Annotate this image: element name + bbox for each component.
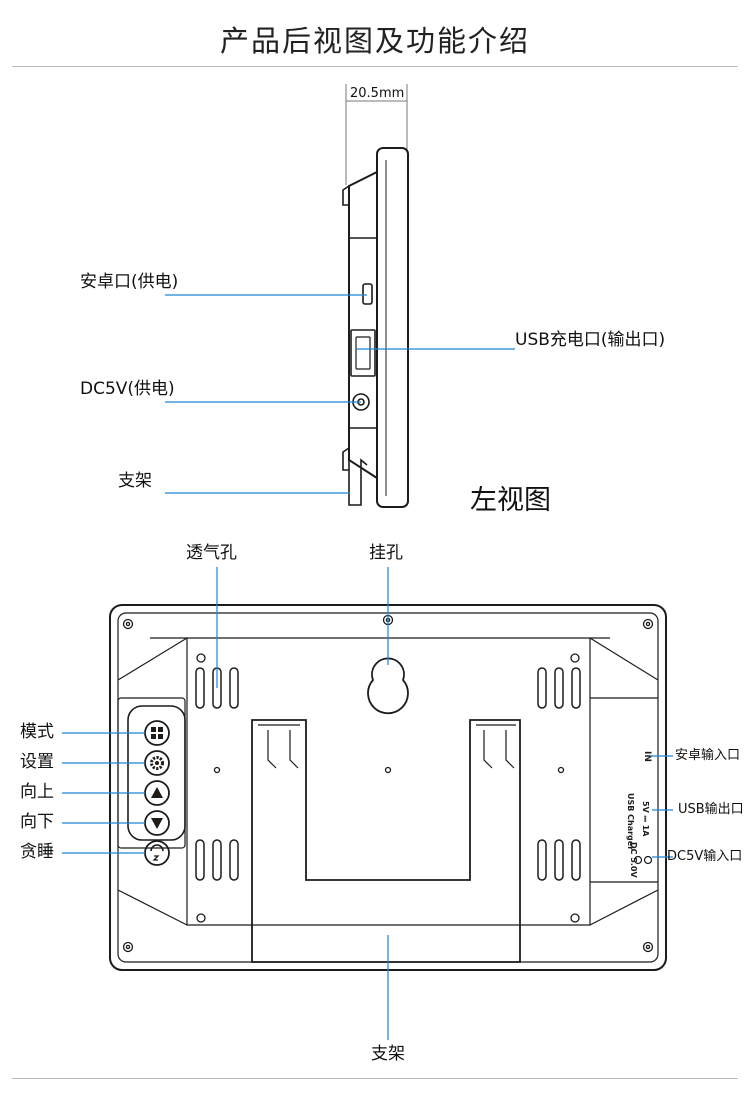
top-divider xyxy=(12,66,738,67)
dimension-label: 20.5mm xyxy=(350,86,405,101)
callout-android-input: 安卓输入口 xyxy=(675,748,741,763)
callout-rear-stand: 支架 xyxy=(371,1044,405,1064)
grid-icon xyxy=(144,720,170,746)
left-view-label: 左视图 xyxy=(470,485,551,516)
snooze-icon xyxy=(144,840,170,866)
bottom-divider xyxy=(12,1078,738,1079)
down-arrow-icon xyxy=(144,810,170,836)
rear-view-drawing: IN USB Charger 5V ⎓ 1A DC 5.0V xyxy=(62,567,673,1040)
dc-spec-marking: DC 5.0V xyxy=(629,842,638,878)
callout-usb-output: USB充电口(输出口) xyxy=(515,330,666,350)
page-title: 产品后视图及功能介绍 xyxy=(219,24,530,58)
gear-icon xyxy=(144,750,170,776)
button-label-snooze: 贪睡 xyxy=(20,842,54,862)
callout-side-stand: 支架 xyxy=(118,471,152,491)
side-view-drawing xyxy=(165,84,515,508)
callout-usb-output-rear: USB输出口 xyxy=(678,802,744,817)
button-label-up: 向上 xyxy=(20,782,54,802)
in-marking: IN xyxy=(642,751,652,762)
callout-vent-holes: 透气孔 xyxy=(186,543,237,563)
button-label-settings: 设置 xyxy=(20,752,54,772)
callout-hanging-hole: 挂孔 xyxy=(369,543,403,563)
button-label-mode: 模式 xyxy=(20,722,54,742)
up-arrow-icon xyxy=(144,780,170,806)
usb-charger-marking: USB Charger xyxy=(626,793,635,850)
callout-dc-input: DC5V输入口 xyxy=(667,849,743,864)
button-label-down: 向下 xyxy=(20,812,54,832)
callout-android-power: 安卓口(供电) xyxy=(80,272,179,292)
callout-dc-power: DC5V(供电) xyxy=(80,379,175,399)
usb-spec-marking: 5V ⎓ 1A xyxy=(641,801,650,837)
